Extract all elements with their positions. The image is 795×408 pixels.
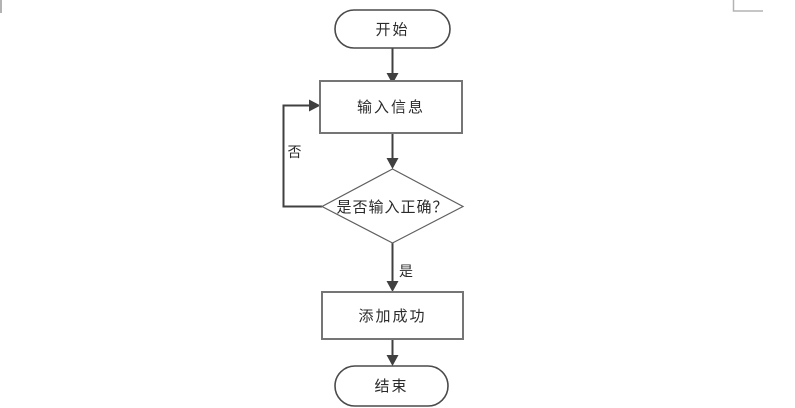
start-terminator-shape: [334, 9, 451, 49]
start-node-label: 开始: [375, 22, 409, 39]
success-node-label: 添加成功: [358, 308, 426, 325]
arrowhead-down-icon: [386, 158, 399, 169]
edge-decision-to-success: 是: [386, 243, 413, 292]
arrowhead-right-icon: [309, 99, 321, 112]
decision-node: 是否输入正确？: [320, 168, 465, 244]
success-node: 添加成功: [321, 291, 464, 340]
end-node: 结束: [334, 365, 449, 407]
input-process-shape: [319, 80, 463, 134]
start-node: 开始: [334, 9, 451, 49]
edge-line: [282, 104, 322, 208]
success-process-shape: [321, 291, 464, 340]
input-node-label: 输入信息: [357, 99, 425, 116]
edge-start-to-input: [386, 48, 399, 84]
arrowhead-down-icon: [386, 73, 399, 84]
edge-success-to-end: [386, 339, 399, 366]
yes-branch-label: 是: [399, 263, 413, 279]
no-branch-label: 否: [288, 144, 302, 160]
edge-input-to-decision: [386, 133, 399, 169]
decision-node-label: 是否输入正确？: [336, 199, 448, 216]
input-node: 输入信息: [319, 80, 463, 134]
edge-decision-to-input-loop: 否: [282, 99, 322, 208]
page-corner-mark-top-right: [732, 0, 763, 12]
arrowhead-down-icon: [386, 281, 399, 292]
end-node-label: 结束: [374, 378, 408, 395]
decision-diamond-shape: [320, 168, 465, 244]
end-terminator-shape: [334, 365, 449, 407]
arrowhead-down-icon: [386, 355, 399, 366]
